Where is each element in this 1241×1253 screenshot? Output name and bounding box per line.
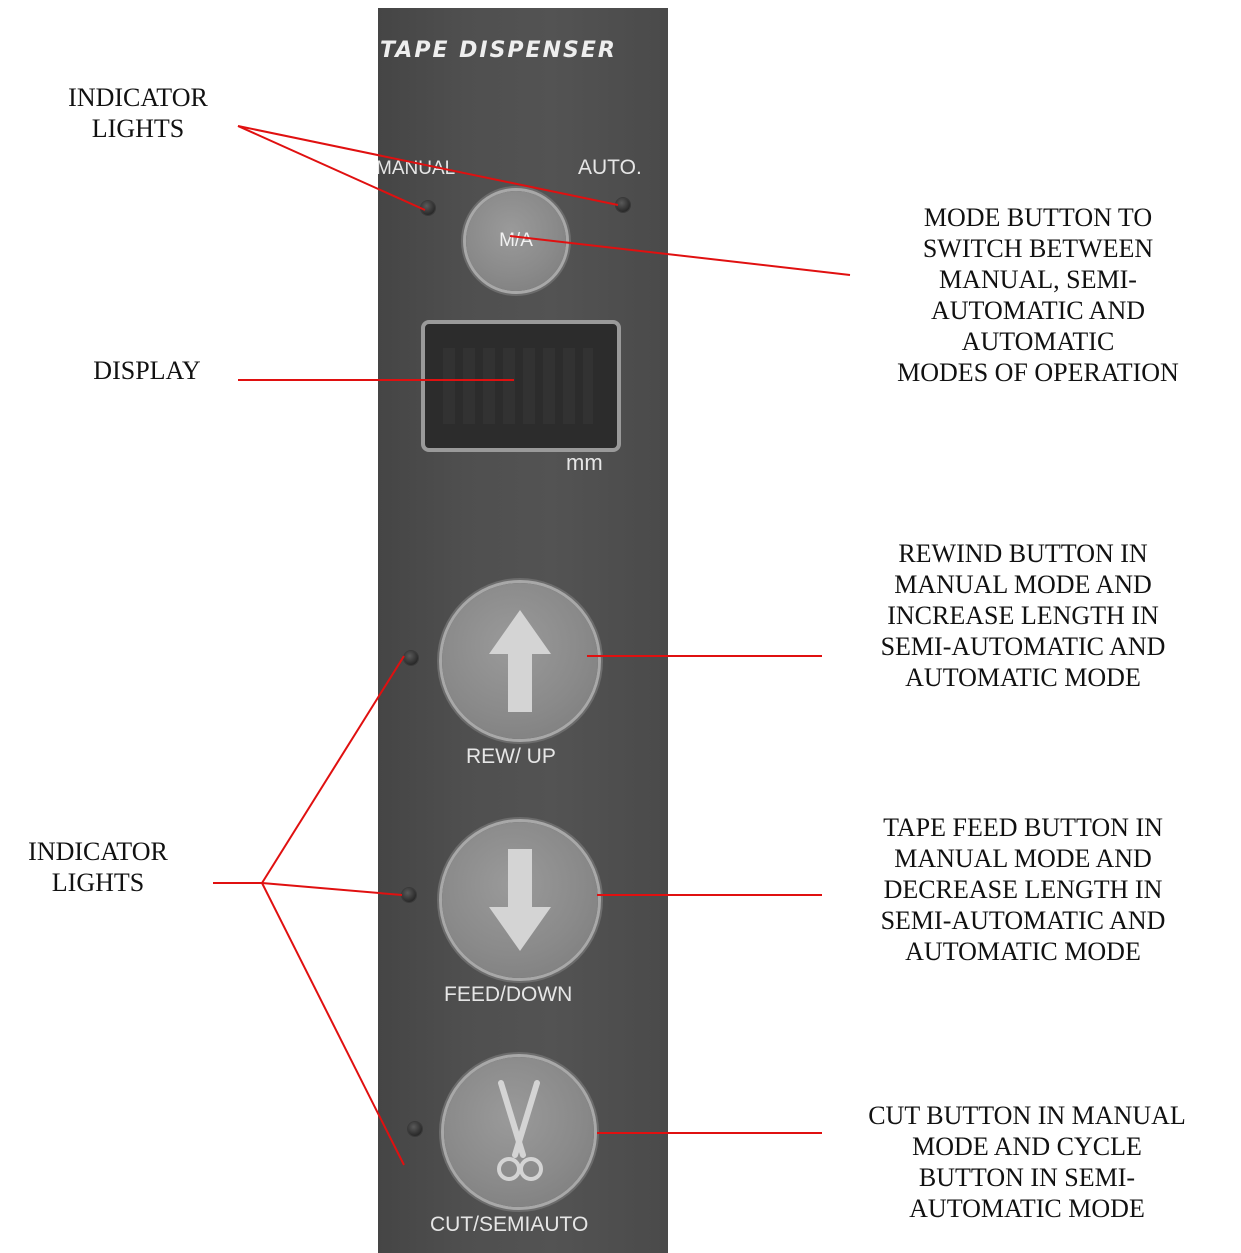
panel-title: TAPE DISPENSER — [380, 38, 617, 63]
leader-indicator-feed — [261, 882, 403, 896]
arrow-up-icon — [489, 610, 551, 712]
leader-indicator-auto — [237, 125, 619, 206]
callout-indicator-lights-bottom: INDICATOR LIGHTS — [28, 837, 168, 897]
arrow-down-icon — [489, 849, 551, 951]
callout-display: DISPLAY — [93, 356, 201, 385]
leader-indicator-cut — [261, 882, 405, 1166]
rew-up-label: REW/ UP — [466, 745, 556, 768]
manual-indicator-light — [421, 201, 435, 215]
display-segments — [443, 348, 593, 424]
feed-down-button[interactable] — [442, 822, 598, 978]
callout-feed-button: TAPE FEED BUTTON IN MANUAL MODE AND DECR… — [880, 813, 1166, 966]
feed-indicator-light — [402, 888, 416, 902]
auto-indicator-light — [616, 198, 630, 212]
callout-mode-button: MODE BUTTON TO SWITCH BETWEEN MANUAL, SE… — [897, 203, 1179, 387]
leader-indicator-rew — [261, 655, 405, 884]
cut-semiauto-label: CUT/SEMIAUTO — [430, 1213, 589, 1236]
scissors-icon — [497, 1080, 543, 1181]
leader-indicator-manual — [237, 125, 426, 211]
auto-label: AUTO. — [578, 156, 642, 179]
feed-down-label: FEED/DOWN — [444, 983, 573, 1006]
cut-indicator-light — [408, 1122, 422, 1136]
callout-rewind-button: REWIND BUTTON IN MANUAL MODE AND INCREAS… — [880, 539, 1166, 692]
callout-indicator-lights-top: INDICATOR LIGHTS — [68, 83, 208, 143]
rew-up-button[interactable] — [442, 583, 598, 739]
leader-mode-button — [509, 235, 851, 276]
control-panel: TAPE DISPENSER MANUAL AUTO. M/A mm REW/ … — [378, 8, 668, 1253]
cut-semiauto-button[interactable] — [444, 1057, 594, 1207]
mode-button-label: M/A — [499, 230, 533, 251]
rew-indicator-light — [404, 651, 418, 665]
manual-label: MANUAL — [378, 158, 456, 179]
callout-cut-button: CUT BUTTON IN MANUAL MODE AND CYCLE BUTT… — [868, 1101, 1186, 1223]
length-display — [421, 320, 621, 452]
display-unit-label: mm — [566, 450, 603, 475]
